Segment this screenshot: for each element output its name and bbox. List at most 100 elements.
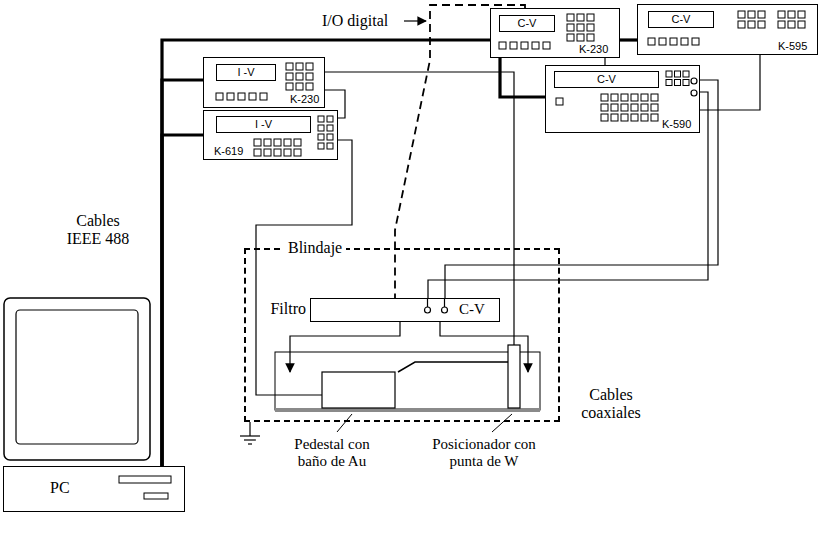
panel-key xyxy=(274,149,281,156)
jack-lead xyxy=(444,299,445,307)
panel-key xyxy=(683,80,689,86)
panel-key xyxy=(601,94,608,101)
panel-key xyxy=(651,104,658,111)
base-plate xyxy=(275,408,540,412)
panel-key xyxy=(567,14,574,21)
panel-key xyxy=(543,42,550,49)
panel-key xyxy=(788,21,795,28)
keithley-619: I -VK-619 xyxy=(203,110,338,160)
keithley-230-cv: C-VK-230 xyxy=(490,8,620,58)
panel-key xyxy=(327,143,333,149)
filter-output xyxy=(290,322,400,372)
panel-key xyxy=(577,14,584,21)
ground-symbol xyxy=(249,422,250,436)
instrument-display: C-V xyxy=(648,11,714,28)
model-number: K-230 xyxy=(579,43,608,55)
shield-enclosure: BlindajeFiltroC-V xyxy=(244,248,560,422)
panel-key xyxy=(681,38,688,45)
model-number: K-230 xyxy=(290,93,319,105)
panel-key xyxy=(587,14,594,21)
cable-label: Cables IEEE 488 xyxy=(62,212,134,248)
ieee488-cable xyxy=(620,38,637,41)
panel-key xyxy=(601,104,608,111)
panel-key xyxy=(567,24,574,31)
ground-symbol xyxy=(244,439,256,440)
panel-key xyxy=(254,149,261,156)
panel-key xyxy=(260,93,267,100)
panel-key xyxy=(648,38,655,45)
panel-key xyxy=(601,114,608,121)
panel-key xyxy=(621,94,628,101)
ieee488-cable xyxy=(162,40,490,466)
panel-key xyxy=(318,116,324,122)
computer-label: PC xyxy=(50,479,70,497)
panel-art xyxy=(4,467,184,511)
panel-key xyxy=(296,83,303,90)
keithley-595: C-VK-595 xyxy=(637,4,818,55)
panel-key xyxy=(521,42,528,49)
ieee488-cable xyxy=(162,135,203,466)
panel-key xyxy=(499,42,506,49)
leader-line xyxy=(492,414,512,432)
panel-key xyxy=(798,21,805,28)
ieee488-cable xyxy=(500,58,545,97)
drive-slot xyxy=(144,493,168,499)
shield-label: Blindaje xyxy=(284,238,346,258)
drive-slot xyxy=(119,476,171,483)
panel-key xyxy=(254,139,261,146)
panel-key xyxy=(587,24,594,31)
panel-key xyxy=(641,104,648,111)
instrument-display: I -V xyxy=(216,116,311,133)
panel-key xyxy=(296,63,303,70)
panel-art xyxy=(246,250,558,420)
panel-key xyxy=(274,139,281,146)
filter-box: FiltroC-V xyxy=(310,298,500,322)
leader-line xyxy=(337,414,352,432)
panel-key xyxy=(621,104,628,111)
panel-key xyxy=(264,149,271,156)
panel-key xyxy=(284,149,291,156)
panel-key xyxy=(286,83,293,90)
panel-key xyxy=(738,11,745,18)
panel-key xyxy=(641,94,648,101)
ieee488-cable xyxy=(162,80,203,466)
connector-jack xyxy=(691,78,697,84)
panel-key xyxy=(659,38,666,45)
instrument-display: I -V xyxy=(216,64,276,81)
panel-key xyxy=(327,134,333,140)
keithley-230-iv: I -V K-230 xyxy=(203,57,325,108)
panel-key xyxy=(286,73,293,80)
panel-key xyxy=(306,73,313,80)
monitor-screen xyxy=(16,310,138,444)
panel-key xyxy=(631,104,638,111)
panel-key xyxy=(318,134,324,140)
panel-key xyxy=(327,125,333,131)
sample-wire xyxy=(256,140,352,395)
monitor-case xyxy=(4,298,150,460)
panel-key xyxy=(748,11,755,18)
panel-key xyxy=(798,11,805,18)
signal-cable xyxy=(700,55,760,110)
panel-key xyxy=(306,63,313,70)
filter-mode: C-V xyxy=(459,301,485,318)
panel-key xyxy=(675,71,681,77)
panel-key xyxy=(738,21,745,28)
ground-symbol xyxy=(248,443,252,444)
digital-io-line xyxy=(395,5,525,298)
panel-key xyxy=(748,21,755,28)
ground-symbol xyxy=(240,435,260,436)
panel-key xyxy=(611,114,618,121)
panel-key xyxy=(577,34,584,41)
model-number: K-590 xyxy=(662,118,691,130)
panel-key xyxy=(556,98,563,105)
panel-key xyxy=(577,24,584,31)
panel-key xyxy=(611,104,618,111)
positioner-rod xyxy=(508,345,520,408)
panel-key xyxy=(284,139,291,146)
cable-label: Cables coaxiales xyxy=(572,386,650,422)
connector-jack xyxy=(425,307,431,313)
panel-key xyxy=(651,94,658,101)
jack-lead xyxy=(427,299,428,307)
panel-key xyxy=(249,93,256,100)
panel-key xyxy=(294,149,301,156)
